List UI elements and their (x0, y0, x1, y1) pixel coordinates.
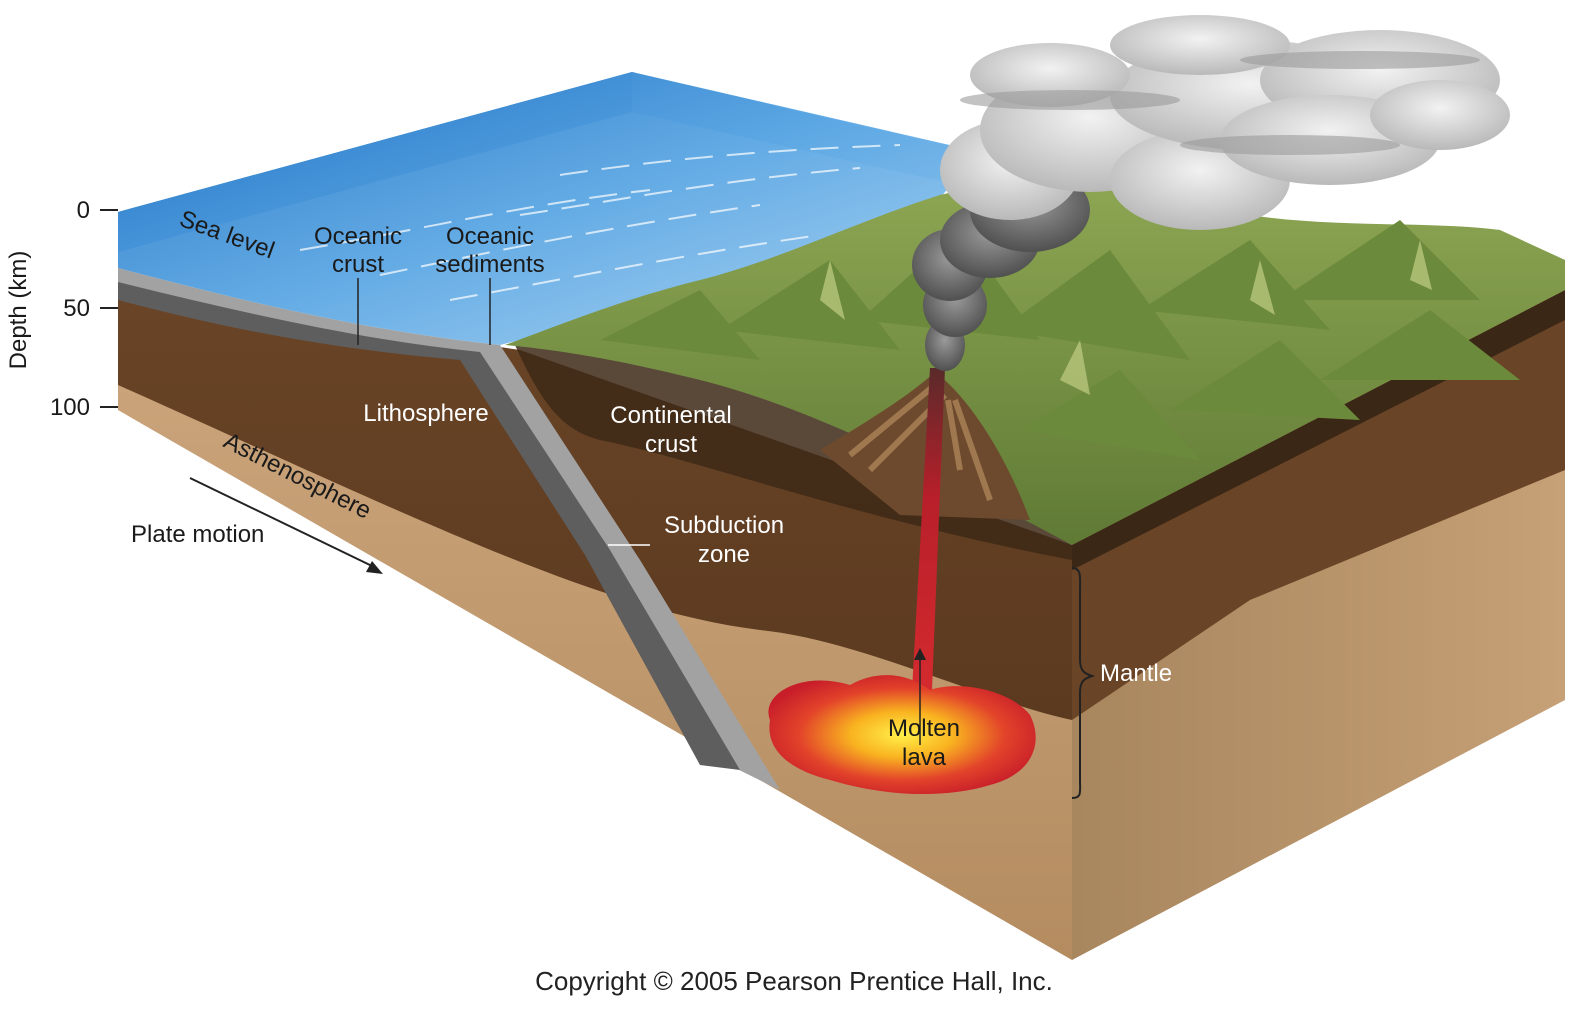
volcano-cone-stripes (848, 382, 993, 501)
plate-motion-arrowhead (366, 561, 383, 574)
mantle-label: Mantle (1100, 660, 1172, 687)
magma-conduit (912, 368, 945, 690)
plate-motion-arrow (189, 477, 373, 567)
axis-title: Depth (km) (5, 251, 32, 370)
molten-lava-label-line2: lava (902, 744, 947, 771)
axis-tick-100: 100 (50, 394, 90, 421)
oceanic-sediments-label-line2: sediments (435, 251, 544, 278)
oceanic-crust-slab-dark (118, 282, 740, 770)
ocean-waves (299, 144, 901, 301)
cloud-plume (940, 15, 1510, 230)
subduction-zone-label-line2: zone (698, 541, 750, 568)
oceanic-crust-label-line1: Oceanic (314, 223, 402, 250)
axis-tick-50: 50 (63, 295, 90, 322)
oceanic-crust-label-line2: crust (332, 251, 384, 278)
volcano-cone (820, 372, 1030, 520)
block-right-lithosphere (1072, 300, 1565, 720)
magma-chamber (768, 675, 1036, 795)
molten-lava-label-line1: Molten (888, 715, 960, 742)
mountain-highlights (820, 240, 1432, 395)
copyright-notice: Copyright © 2005 Pearson Prentice Hall, … (535, 966, 1053, 996)
subduction-zone-label-line1: Subduction (664, 512, 784, 539)
mountain-ridges (600, 220, 1520, 460)
continent-surface (505, 183, 1565, 545)
plate-motion-label: Plate motion (131, 521, 264, 548)
axis-tick-0: 0 (77, 197, 90, 224)
lithosphere-label: Lithosphere (363, 400, 488, 427)
leader-lines (357, 278, 921, 745)
continental-crust-label-line1: Continental (610, 402, 731, 429)
mantle-brace (1071, 567, 1096, 799)
lava-arrowhead (914, 648, 926, 660)
depth-axis: 0 50 100 Depth (km) (5, 197, 118, 421)
oceanic-sediments-label-line1: Oceanic (446, 223, 534, 250)
cloud-shadows (960, 51, 1480, 155)
continental-crust-label-line2: crust (645, 431, 697, 458)
